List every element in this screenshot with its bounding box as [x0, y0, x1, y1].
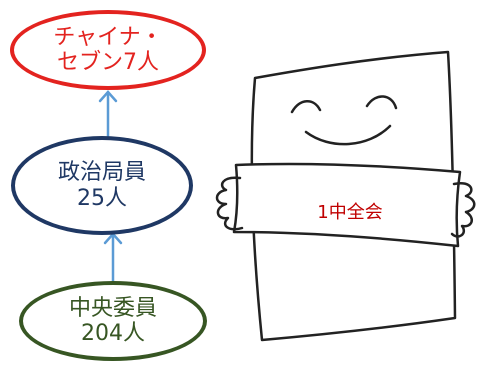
arrow-bottom-to-middle	[103, 232, 123, 284]
node-chinese-seven: チャイナ・ セブン7人	[10, 10, 206, 90]
node-bottom-line1: 中央委員	[68, 295, 157, 321]
node-top-line1: チャイナ・	[53, 24, 163, 50]
sign-text: 1中全会	[317, 202, 383, 223]
node-bottom-text: 中央委員 204人	[69, 296, 157, 347]
node-central-committee: 中央委員 204人	[19, 281, 207, 361]
node-bottom-line2: 204人	[80, 321, 145, 346]
node-middle-text: 政治局員 25人	[58, 160, 146, 211]
character-illustration	[215, 50, 476, 342]
node-middle-line2: 25人	[76, 185, 127, 211]
right-hand	[450, 181, 476, 238]
node-politburo: 政治局員 25人	[11, 136, 193, 235]
node-top-text: チャイナ・ セブン7人	[53, 25, 162, 76]
character-smile	[304, 124, 392, 146]
node-top-line2: セブン7人	[57, 50, 159, 75]
node-middle-line1: 政治局員	[57, 160, 146, 186]
left-hand	[215, 176, 244, 231]
character-right-eye	[365, 95, 398, 110]
sign-board	[232, 162, 462, 248]
arrow-middle-to-top	[98, 90, 118, 139]
character-left-eye	[290, 100, 322, 114]
